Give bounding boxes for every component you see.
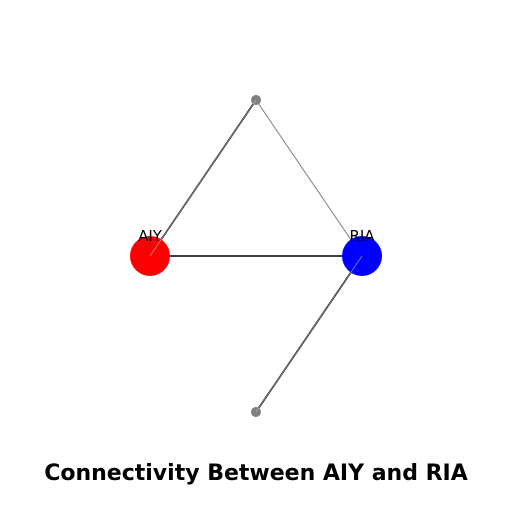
nodes-layer: AIY RIA <box>130 95 382 417</box>
edges-layer <box>149 99 363 413</box>
node-label-aiy: AIY <box>138 227 163 245</box>
edge-overlay-aiy-top <box>149 99 257 257</box>
diagram-title: Connectivity Between AIY and RIA <box>44 461 468 486</box>
edge-overlay-ria-bottom <box>255 255 363 413</box>
node-label-ria: RIA <box>349 227 375 245</box>
edge-top-ria <box>255 99 363 257</box>
